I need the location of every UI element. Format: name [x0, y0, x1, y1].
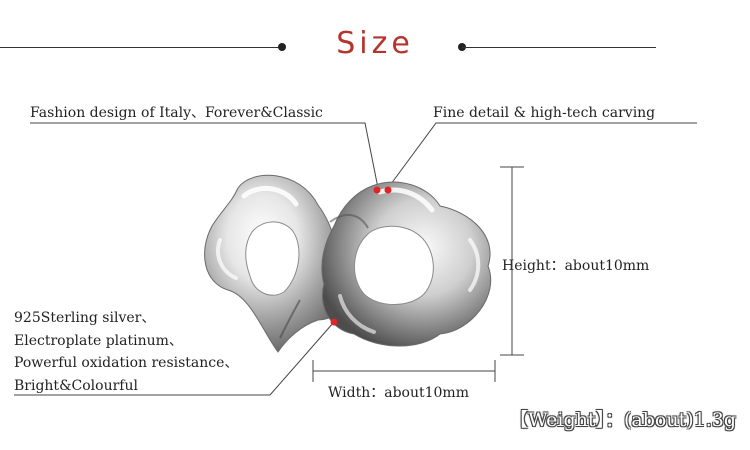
- height-dimension: [500, 166, 524, 356]
- detail-marker: [384, 186, 392, 194]
- title-rule-left: [0, 47, 282, 48]
- material-line-1: 925Sterling silver、: [14, 310, 156, 326]
- design-marker: [373, 186, 381, 194]
- design-label: Fashion design of Italy、Forever&Classic: [30, 105, 323, 121]
- material-line-4: Bright&Colourful: [14, 378, 138, 394]
- page-title: Size: [336, 26, 414, 61]
- material-leader-line: [14, 321, 335, 396]
- material-marker: [330, 318, 338, 326]
- title-rule-right: [462, 47, 656, 48]
- material-line-3: Powerful oxidation resistance、: [14, 355, 239, 371]
- material-line-2: Electroplate platinum、: [14, 333, 183, 349]
- weight-label: 【Weight】：(about)1.3g: [509, 409, 736, 431]
- height-label: Height：about10mm: [502, 258, 650, 274]
- detail-label: Fine detail & high-tech carving: [433, 105, 656, 121]
- width-label: Width：about10mm: [328, 385, 469, 401]
- width-dimension: [312, 360, 496, 382]
- detail-leader-line: [387, 122, 697, 189]
- title-rule-left-dot: [278, 43, 286, 51]
- right-ring: [321, 181, 492, 347]
- left-ring: [204, 174, 351, 353]
- design-leader-line: [30, 122, 379, 189]
